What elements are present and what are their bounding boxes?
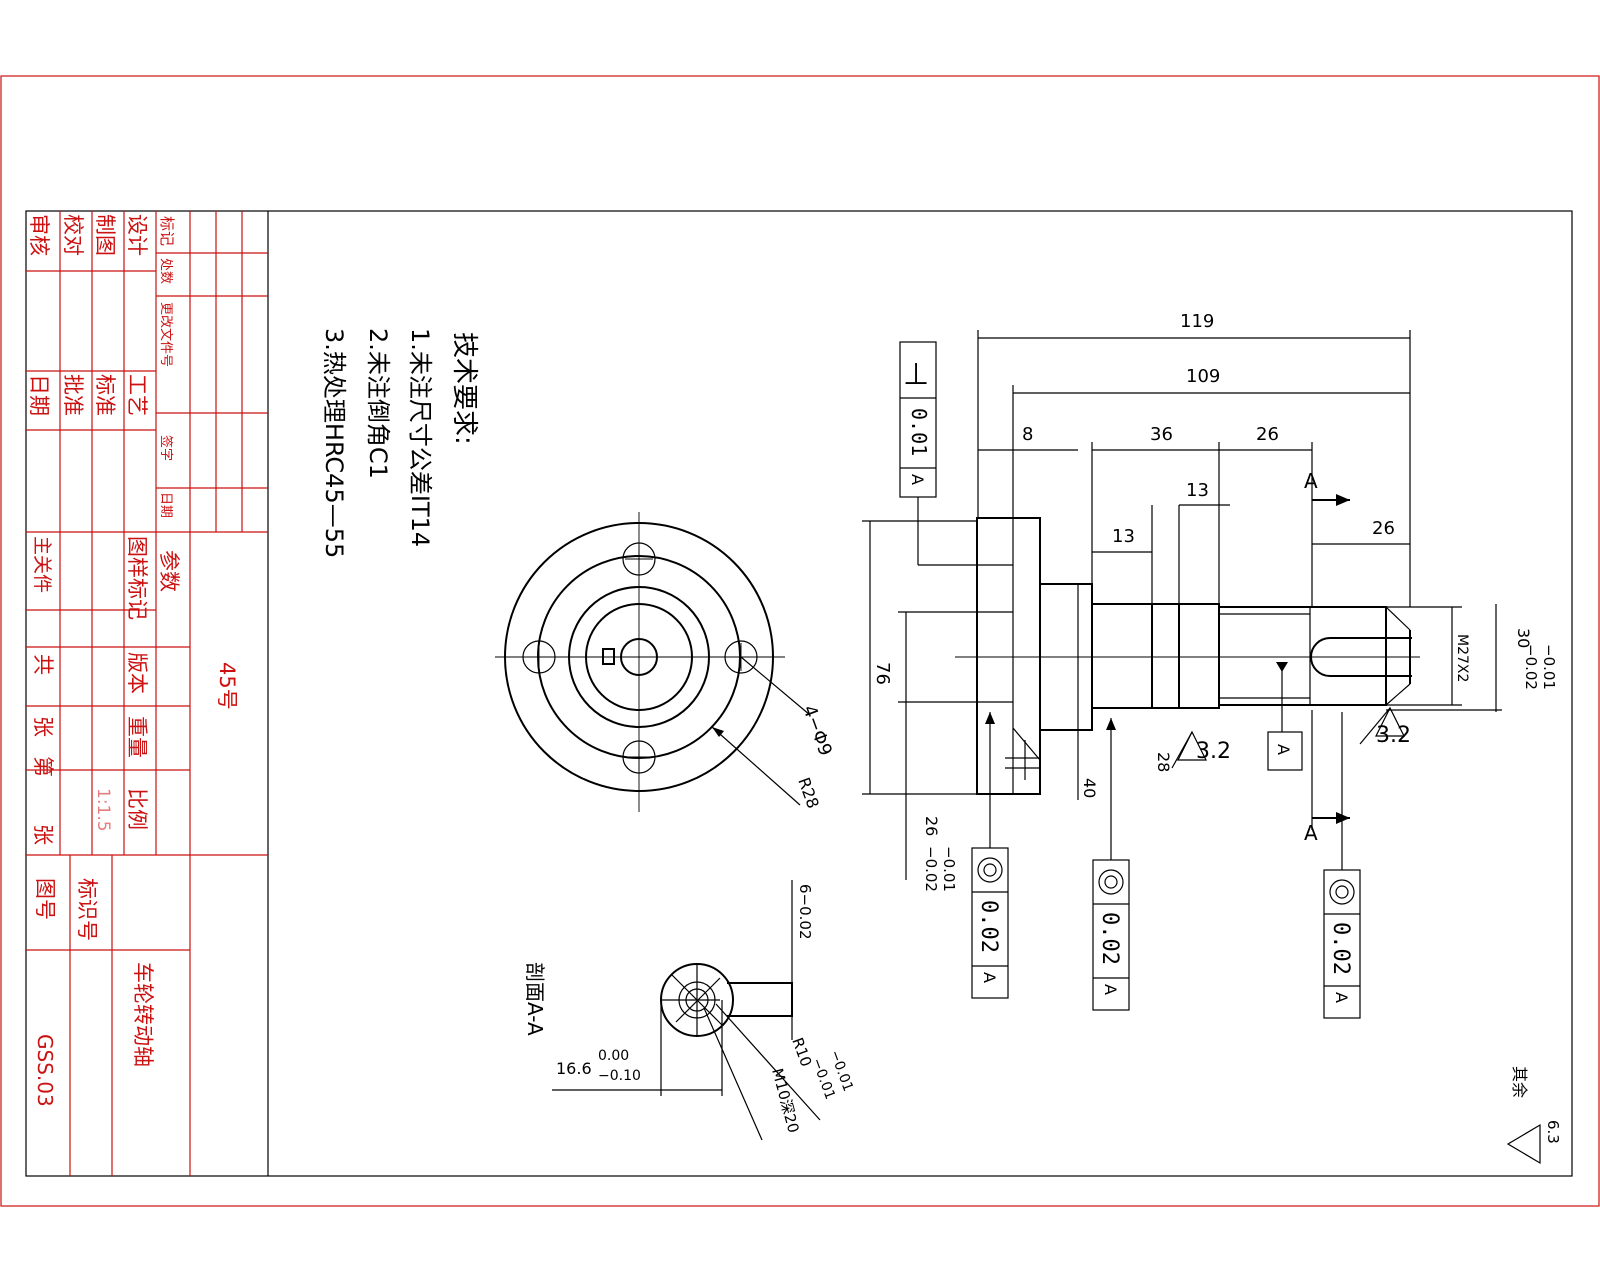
remaining-roughness: 其余 6.3 xyxy=(1506,1066,1562,1165)
tol4-datum: A xyxy=(1332,992,1351,1003)
phi30-tol-dn: −0.02 xyxy=(1522,644,1540,690)
tol3-datum: A xyxy=(1101,984,1120,995)
roughness-2: 3.2 xyxy=(1376,723,1411,748)
dim-8: 8 xyxy=(1022,424,1033,445)
scale-value: 1:1.5 xyxy=(93,788,113,832)
inner-border xyxy=(25,210,1573,1177)
rev-header-count: 处数 xyxy=(158,258,173,284)
remaining-label: 其余 xyxy=(1510,1066,1529,1098)
phi28-dim: 28 xyxy=(1154,752,1173,772)
drawing-number: GSS.03 xyxy=(33,1034,57,1107)
dim-36: 36 xyxy=(1150,424,1173,445)
params-label: 参数 xyxy=(157,550,181,592)
tolerance-frame-3: 0.02 A xyxy=(1092,718,1130,1011)
col-scale: 比例 xyxy=(125,788,149,830)
r28-dim: R28 xyxy=(794,775,823,811)
tolerance-frame-1: ⊥ 0.01 A xyxy=(899,341,1013,566)
phi30-dim: 30 xyxy=(1514,628,1533,648)
sheets2-label: 张 xyxy=(31,824,55,845)
dim-13a: 13 xyxy=(1112,526,1135,547)
dim-26a: 26 xyxy=(1256,424,1279,445)
phi26-dim: 26 xyxy=(922,816,941,836)
role-standard: 标准 xyxy=(93,374,117,416)
tol2-value: 0.02 xyxy=(976,900,1001,953)
drawing-no-label: 图号 xyxy=(33,878,57,920)
dim-13b: 13 xyxy=(1186,480,1209,501)
dim-26b: 26 xyxy=(1372,518,1395,539)
role-drafting: 制图 xyxy=(93,214,117,256)
id-label: 标识号 xyxy=(75,878,99,941)
part-title: 车轮转动轴 xyxy=(131,962,155,1067)
rev-header-date: 日期 xyxy=(158,492,173,518)
rev-header-file: 更改文件号 xyxy=(158,302,173,367)
col-drawing-mark: 图样标记 xyxy=(125,536,149,620)
m10-dim: M10深20 xyxy=(768,1066,803,1135)
role-approve: 批准 xyxy=(61,374,85,416)
thread-dim: M27X2 xyxy=(1454,634,1470,682)
tol3-value: 0.02 xyxy=(1097,912,1122,965)
tech-requirements: 技术要求: 1.未注尺寸公差IT14 2.未注倒角C1 3.热处理HRC45—5… xyxy=(320,328,479,558)
phi30-tol-up: −0.01 xyxy=(1540,644,1558,690)
section-mark-a-top: A xyxy=(1304,469,1318,493)
sheets-label: 张 xyxy=(31,716,55,737)
key-width-dim: 6−0.02 xyxy=(796,884,814,940)
role-check: 校对 xyxy=(61,214,85,256)
phi76-dim: 76 xyxy=(872,662,893,685)
roughness-1: 3.2 xyxy=(1196,739,1231,764)
tolerance-frame-4: 0.02 A xyxy=(1323,712,1361,1019)
sheet-no-label: 第 xyxy=(31,756,55,777)
phi40-dim: 40 xyxy=(1080,778,1099,798)
shaft-view: 119 109 8 36 26 13 13 26 A A 76 xyxy=(862,311,1558,892)
material-value: 45号 xyxy=(215,662,239,710)
dim-16-6-dn: −0.10 xyxy=(598,1068,641,1084)
tech-item-3: 3.热处理HRC45—55 xyxy=(320,328,348,558)
phi26-tol-up: −0.01 xyxy=(940,846,958,892)
tech-heading: 技术要求: xyxy=(449,332,479,445)
tol1-value: 0.01 xyxy=(907,408,931,456)
dim-16-6: 16.6 xyxy=(556,1059,592,1078)
section-title: 剖面A-A xyxy=(523,962,547,1036)
title-block: 标记 处数 更改文件号 签字 日期 设计 制图 校对 审核 工艺 标准 批准 日… xyxy=(26,211,268,1176)
tol4-value: 0.02 xyxy=(1328,922,1353,975)
rev-header-mark: 标记 xyxy=(158,216,176,246)
end-view: 4−Φ9 R28 xyxy=(495,512,836,812)
rev-header-sign: 签字 xyxy=(158,435,174,461)
remaining-value: 6.3 xyxy=(1544,1120,1562,1144)
role-process: 工艺 xyxy=(125,374,149,416)
role-design: 设计 xyxy=(125,214,149,256)
col-version: 版本 xyxy=(125,652,149,694)
outer-frame xyxy=(0,75,1600,1207)
role-date: 日期 xyxy=(27,374,51,416)
dim-16-6-up: 0.00 xyxy=(598,1048,629,1064)
dim-119: 119 xyxy=(1180,311,1214,332)
datum-box: A xyxy=(1274,744,1293,755)
tol1-symbol: ⊥ xyxy=(903,357,929,392)
col-weight: 重量 xyxy=(125,716,149,758)
main-flag: 主关件 xyxy=(31,536,53,593)
phi26-tol-dn: −0.02 xyxy=(922,846,940,892)
tech-item-2: 2.未注倒角C1 xyxy=(364,328,392,479)
tolerance-frame-2: 0.02 A xyxy=(971,712,1009,999)
holes-dim: 4−Φ9 xyxy=(798,703,836,759)
section-view: 剖面A-A 6−0.02 R10 −0.01 −0.01 M10深20 16.6… xyxy=(523,880,856,1141)
tol1-datum: A xyxy=(908,474,927,485)
role-review: 审核 xyxy=(27,214,51,256)
tol2-datum: A xyxy=(980,972,999,983)
tech-item-1: 1.未注尺寸公差IT14 xyxy=(406,328,434,547)
dim-109: 109 xyxy=(1186,366,1220,387)
total-label: 共 xyxy=(31,654,55,675)
section-mark-a-bottom: A xyxy=(1304,821,1318,845)
